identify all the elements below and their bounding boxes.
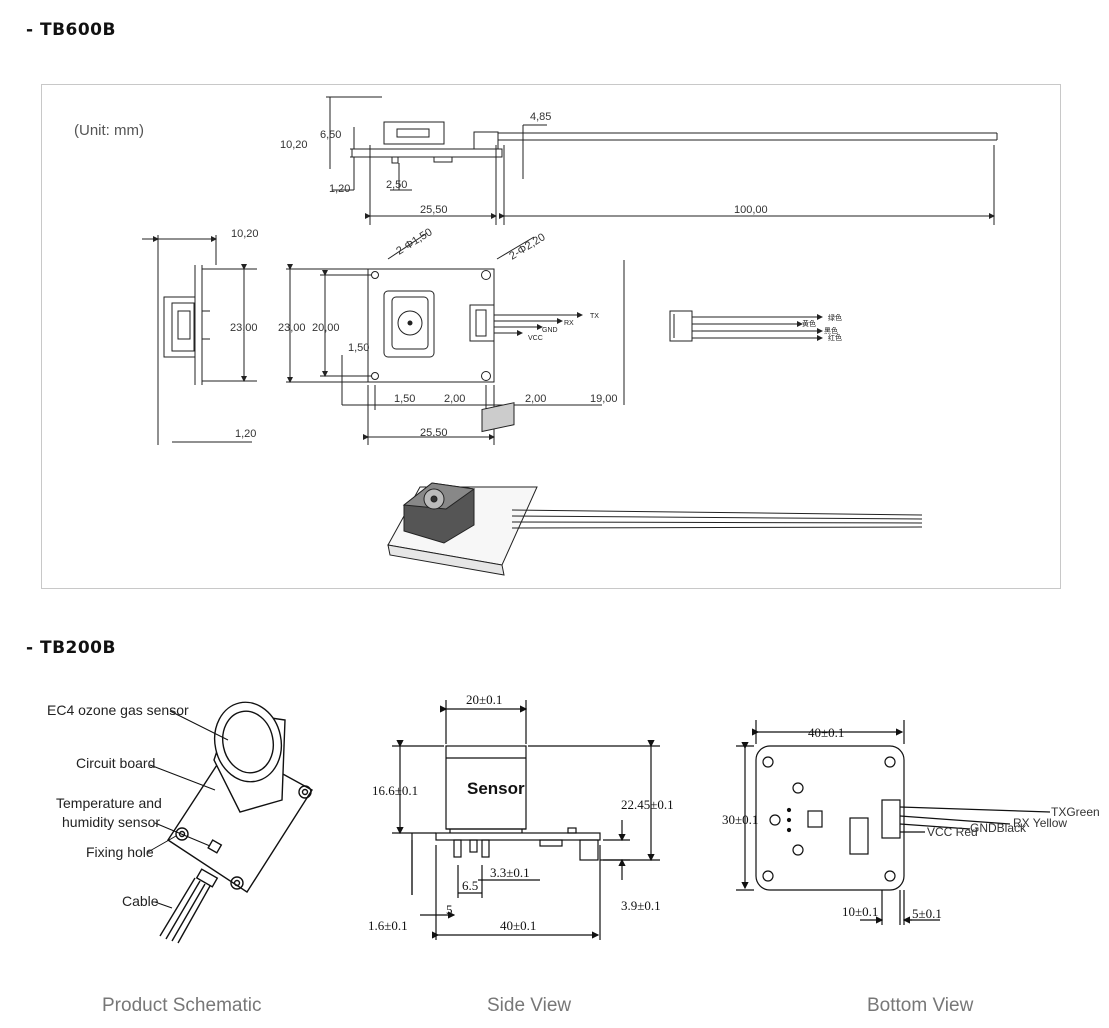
dim-label: 2-Φ1,50 (394, 226, 434, 257)
product-schematic (159, 701, 313, 944)
wire-gnd-black: GNDBlack (970, 821, 1027, 835)
wire-label-red: 红色 (828, 333, 842, 342)
bottom-view (736, 720, 1051, 925)
dim-label: 1,50 (348, 342, 369, 354)
dim-label: 2,50 (386, 179, 407, 191)
caption-product-schematic: Product Schematic (102, 995, 262, 1016)
caption-bottom-view: Bottom View (867, 995, 974, 1016)
side-connector-height: 3.9±0.1 (621, 898, 661, 913)
dim-label: 100,00 (734, 204, 768, 216)
side-width-top: 20±0.1 (466, 692, 502, 707)
tb600b-drawing-panel: (Unit: mm) 10,20 6,50 4,85 1,20 2,50 25,… (41, 84, 1061, 589)
callout-temp-line2: humidity sensor (62, 814, 160, 830)
tb200b-drawings: EC4 ozone gas sensor Circuit board Tempe… (47, 692, 1100, 944)
tb600b-dimension-drawing: (Unit: mm) 10,20 6,50 4,85 1,20 2,50 25,… (74, 96, 998, 576)
side-board-thickness: 1.6±0.1 (368, 918, 408, 933)
side-pin-gap: 3.3±0.1 (490, 865, 530, 880)
dim-label: 1,50 (394, 393, 415, 405)
bottom-width: 40±0.1 (808, 725, 844, 740)
side-pin-offset: 6.5 (462, 878, 478, 893)
dim-label: 1,20 (329, 183, 350, 195)
caption-side-view: Side View (487, 995, 572, 1016)
wire-vcc-red: VCC Red (927, 825, 978, 839)
bottom-offset-a: 10±0.1 (842, 904, 878, 919)
dim-label: 4,85 (530, 111, 551, 123)
wire-label-black: 黑色 (824, 326, 838, 335)
pin-label-rx: RX (564, 320, 574, 327)
wire-label-green: 绿色 (828, 313, 842, 322)
pin-label-tx: TX (590, 313, 599, 320)
dim-label: 6,50 (320, 129, 341, 141)
pin-label-gnd: GND (542, 327, 558, 334)
dim-label: 25,50 (420, 427, 448, 439)
dim-label: 20,00 (312, 322, 340, 334)
wire-label-yellow: 黄色 (802, 319, 816, 328)
tb200b-heading: - TB200B (26, 638, 116, 658)
side-view (392, 700, 660, 940)
dim-label: 10,20 (231, 228, 259, 240)
callout-circuit-board: Circuit board (76, 755, 155, 771)
unit-label: (Unit: mm) (74, 122, 144, 139)
dim-label: 2,00 (444, 393, 465, 405)
dim-label: 10,20 (280, 139, 308, 151)
dim-label: 2-Φ2,20 (507, 231, 547, 262)
callout-fixing-hole: Fixing hole (86, 844, 154, 860)
bottom-height: 30±0.1 (722, 812, 758, 827)
dim-label: 19,00 (590, 393, 618, 405)
dim-label: 2,00 (525, 393, 546, 405)
bottom-offset-b: 5±0.1 (912, 906, 942, 921)
side-width: 40±0.1 (500, 918, 536, 933)
callout-temp-line1: Temperature and (56, 795, 162, 811)
sensor-label: Sensor (467, 779, 525, 798)
wire-rx-yellow: RX Yellow (1013, 816, 1067, 830)
side-height-total: 22.45±0.1 (621, 797, 674, 812)
callout-cable: Cable (122, 893, 159, 909)
side-height-sensor: 16.6±0.1 (372, 783, 418, 798)
dim-label: 1,20 (235, 428, 256, 440)
pin-label-vcc: VCC (528, 335, 543, 342)
dim-label: 25,50 (420, 204, 448, 216)
dim-label: 23,00 (278, 322, 306, 334)
tb600b-heading: - TB600B (26, 20, 116, 40)
side-edge: 5 (446, 902, 453, 917)
callout-sensor: EC4 ozone gas sensor (47, 702, 189, 718)
wire-tx-green: TXGreen (1051, 805, 1100, 819)
dim-label: 23,00 (230, 322, 258, 334)
